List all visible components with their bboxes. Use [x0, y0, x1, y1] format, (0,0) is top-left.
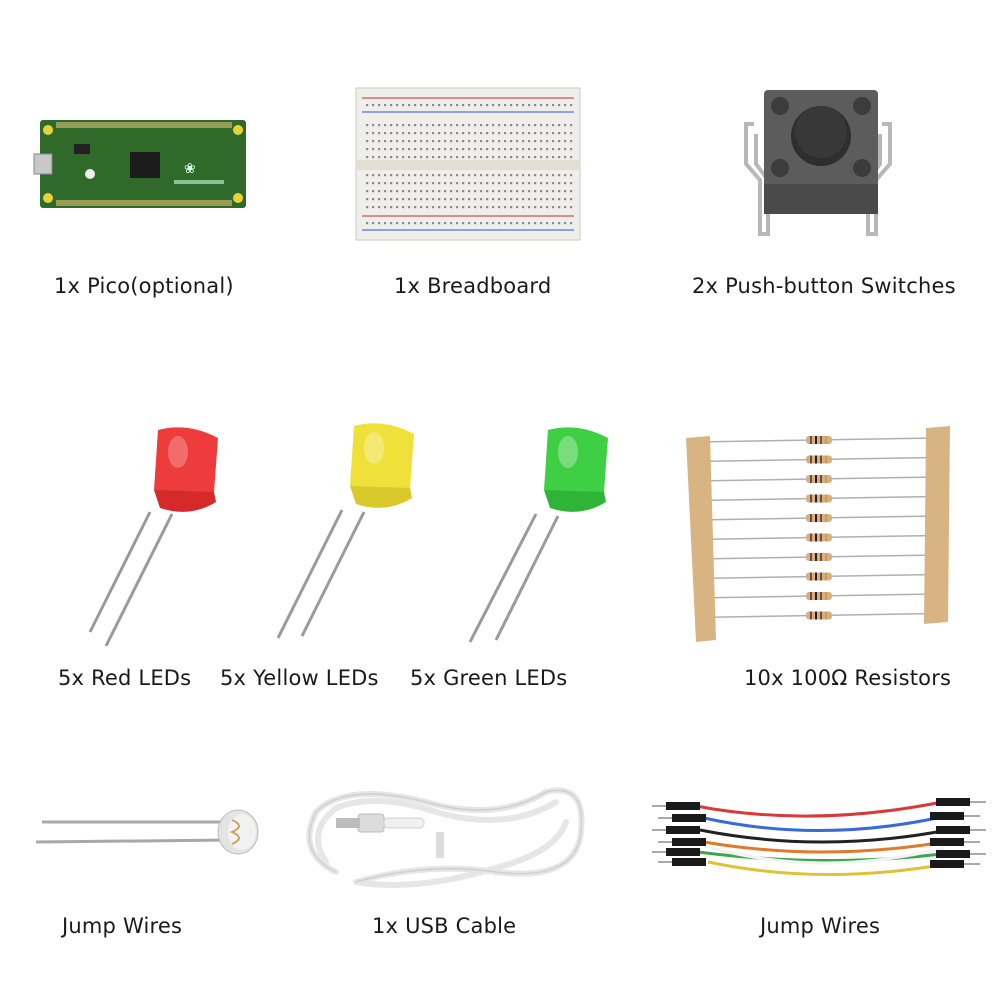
- pico-label: 1x Pico(optional): [54, 274, 234, 298]
- breadboard-label: 1x Breadboard: [394, 274, 552, 298]
- jump-wires-label: Jump Wires: [760, 914, 881, 938]
- red-leds-label: 5x Red LEDs: [58, 666, 192, 690]
- usb-cable-label: 1x USB Cable: [372, 914, 517, 938]
- resistors-label: 10x 100Ω Resistors: [744, 666, 952, 690]
- svg-text:❀: ❀: [184, 161, 196, 177]
- push-button-icon: [744, 90, 892, 236]
- yellow-leds-label: 5x Yellow LEDs: [220, 666, 379, 690]
- photoresistor-label: Jump Wires: [62, 914, 183, 938]
- resistor-strip-icon: [686, 426, 950, 642]
- usb-cable-icon: [306, 787, 585, 888]
- green-led-icon: [468, 427, 608, 643]
- jumper-wires-icon: [652, 798, 986, 876]
- photoresistor-icon: [35, 809, 259, 855]
- red-led-icon: [88, 427, 218, 647]
- breadboard-icon: [355, 87, 581, 241]
- pico-board-icon: ❀: [33, 120, 246, 208]
- green-leds-label: 5x Green LEDs: [410, 666, 568, 690]
- switches-label: 2x Push-button Switches: [692, 274, 956, 298]
- yellow-led-icon: [276, 423, 414, 639]
